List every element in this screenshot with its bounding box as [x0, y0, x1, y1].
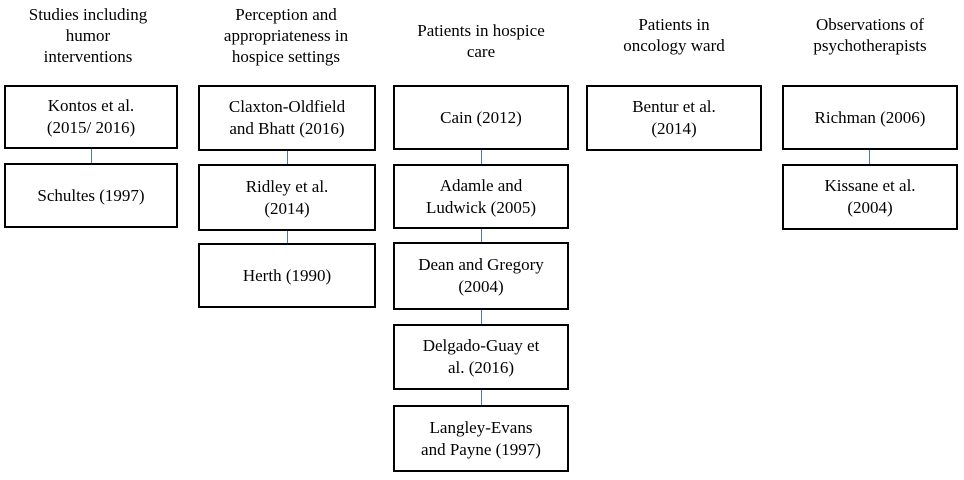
- study-box-kontos: Kontos et al. (2015/ 2016): [4, 85, 178, 149]
- column-header-psychotherapists: Observations of psychotherapists: [813, 15, 927, 55]
- study-box-kissane: Kissane et al. (2004): [782, 164, 958, 230]
- column-header-hospice-perception: Perception and appropriateness in hospic…: [223, 5, 349, 66]
- column-header-oncology-ward: Patients in oncology ward: [623, 15, 725, 55]
- connector: [481, 150, 482, 164]
- study-box-cain: Cain (2012): [393, 85, 569, 150]
- connector: [91, 149, 92, 163]
- connector: [481, 310, 482, 324]
- study-box-delgado-guay: Delgado-Guay et al. (2016): [393, 324, 569, 390]
- study-box-adamle: Adamle and Ludwick (2005): [393, 164, 569, 229]
- connector: [869, 150, 870, 164]
- connector: [481, 390, 482, 405]
- study-box-dean: Dean and Gregory (2004): [393, 242, 569, 310]
- study-box-ridley: Ridley et al. (2014): [198, 164, 376, 231]
- column-header-humor-interventions: Studies including humor interventions: [28, 5, 148, 66]
- study-box-herth: Herth (1990): [198, 243, 376, 308]
- study-box-claxton-oldfield: Claxton-Oldfield and Bhatt (2016): [198, 85, 376, 151]
- study-box-richman: Richman (2006): [782, 85, 958, 150]
- study-box-langley-evans: Langley-Evans and Payne (1997): [393, 405, 569, 472]
- study-box-bentur: Bentur et al. (2014): [586, 85, 762, 151]
- connector: [287, 151, 288, 164]
- connector: [481, 229, 482, 242]
- connector: [287, 231, 288, 243]
- column-header-hospice-patients: Patients in hospice care: [417, 21, 545, 61]
- study-box-schultes: Schultes (1997): [4, 163, 178, 228]
